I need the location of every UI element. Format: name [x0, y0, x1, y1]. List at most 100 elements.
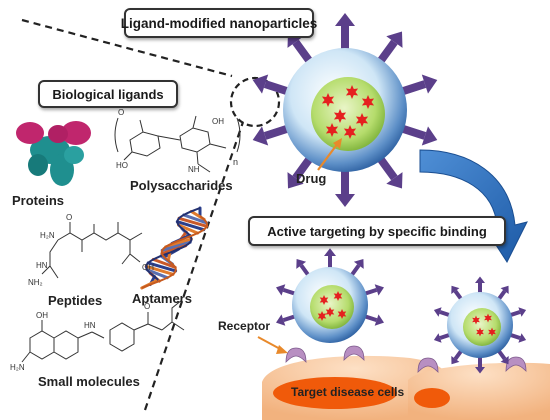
ligand-arrow-head-icon [296, 259, 307, 269]
aptamer-strand [141, 215, 209, 289]
ligand-arrow-head-icon [451, 356, 460, 365]
nanoparticle-core [311, 77, 385, 151]
receptors [285, 345, 527, 373]
ligand-arrow-shaft [292, 154, 315, 181]
ligand-arrow-shaft [398, 124, 427, 140]
drug-star-icon [355, 113, 369, 127]
drug-pointer-arrow [317, 138, 342, 171]
zoom-line-top [21, 18, 233, 78]
protein-structure-icon [16, 121, 91, 186]
pep-atom-label: HN [36, 261, 48, 270]
drug-star-icon [325, 123, 339, 137]
drug-star-icon [361, 95, 375, 109]
aptamer-strand [145, 207, 201, 281]
sm-atom-label: H₂N [10, 363, 25, 372]
zoom-circle [229, 76, 281, 128]
pep-atom-label: O [66, 213, 72, 222]
ligand-arrow-shaft [398, 80, 427, 96]
aptamers-label: Aptamers [132, 291, 192, 306]
aptamer-base-pair [166, 251, 172, 263]
aptamer-base-pair [146, 261, 178, 273]
ligand-arrow-head-icon [500, 285, 509, 294]
nanoparticles-title: Ligand-modified nanoparticles [121, 8, 317, 38]
ligand-arrow-shaft [375, 154, 398, 181]
ligand-arrow-shaft [263, 124, 292, 140]
poly-atom-label: OH [212, 117, 224, 126]
drug-stars [317, 291, 347, 321]
ligand-arrow-head-icon [276, 314, 286, 326]
ligand-arrow-head-icon [451, 285, 460, 294]
active-targeting-title: Active targeting by specific binding [248, 216, 506, 246]
aptamer-base-pair [175, 220, 206, 232]
pep-atom-label: H₂N [40, 231, 55, 240]
receptor-label: Receptor [218, 319, 271, 333]
ligand-arrow-head-icon [252, 74, 269, 94]
drug-star-icon [345, 85, 359, 99]
aptamer-base-pair [164, 237, 193, 249]
drug-star-icon [472, 315, 480, 325]
ligand-arrow-head-icon [324, 248, 336, 256]
receptor-icon [285, 347, 307, 363]
ligand-arrow-head-icon [518, 333, 527, 343]
drug-star-icon [325, 307, 335, 317]
polysaccharide-structure-icon [114, 115, 241, 173]
aptamer-base-pair [145, 268, 169, 280]
bound-nanoparticle-right [447, 292, 513, 358]
poly-atom-label: NH [188, 165, 200, 174]
polysaccharides-label: Polysaccharides [130, 178, 233, 193]
sm-atom-label: HN [84, 321, 96, 330]
pep-atom-label: NH₂ [28, 278, 43, 287]
aptamer-base-pair [177, 216, 209, 228]
peptide-structure-icon [41, 222, 143, 279]
drug-star-icon [343, 125, 357, 139]
drug-label: Drug [296, 171, 327, 186]
aptamer-base-pair [177, 223, 200, 235]
ligand-arrow-head-icon [421, 74, 438, 94]
drug-star-icon [484, 313, 492, 323]
target-cells-label: Target disease cells [291, 385, 405, 399]
ligand-arrow-shaft [292, 39, 315, 66]
large-nanoparticle [283, 48, 407, 172]
aptamer-base-pair [182, 213, 209, 225]
ligand-arrow-head-icon [252, 126, 269, 146]
target-cell-left [262, 355, 448, 420]
ligand-arrow-head-icon [276, 284, 286, 296]
ligand-arrow-head-icon [374, 314, 384, 326]
drug-star-icon [488, 327, 496, 337]
ligand-arrow-head-icon [335, 194, 355, 207]
receptor-pointer-arrow [257, 336, 288, 354]
pep-atom-label: OH [142, 263, 154, 272]
receptor-icon [343, 345, 365, 361]
poly-atom-label: HO [116, 161, 128, 170]
ligand-arrow-head-icon [518, 307, 527, 317]
poly-subscript: n [233, 157, 238, 167]
ligand-arrow-shaft [263, 80, 292, 96]
drug-star-icon [333, 109, 347, 123]
drug-stars [321, 85, 375, 139]
sm-atom-label: O [144, 302, 150, 311]
ligand-arrow-head-icon [374, 284, 384, 296]
receptor-icon [505, 356, 527, 372]
drug-stars [472, 313, 496, 337]
drug-star-icon [476, 327, 484, 337]
small-molecule-structure-icon [21, 299, 185, 363]
aptamer-base-pair [144, 264, 175, 276]
ligand-arrow-head-icon [421, 126, 438, 146]
cell-nucleus [414, 388, 450, 408]
sm-atom-label: OH [36, 311, 48, 320]
ligand-arrow-head-icon [475, 367, 485, 374]
drug-star-icon [317, 311, 327, 321]
ligand-arrow-head-icon [500, 356, 509, 365]
drug-star-icon [321, 93, 335, 107]
ligand-arrow-head-icon [287, 172, 304, 189]
receptor-icon [417, 357, 439, 373]
cell-nucleus [273, 377, 397, 409]
ligand-arrow-head-icon [386, 31, 403, 48]
zoom-line-bottom [143, 121, 245, 411]
ligand-arrow-head-icon [433, 333, 442, 343]
aptamer-base-pair [151, 257, 177, 269]
drug-star-icon [319, 295, 329, 305]
peptides-label: Peptides [48, 293, 103, 308]
